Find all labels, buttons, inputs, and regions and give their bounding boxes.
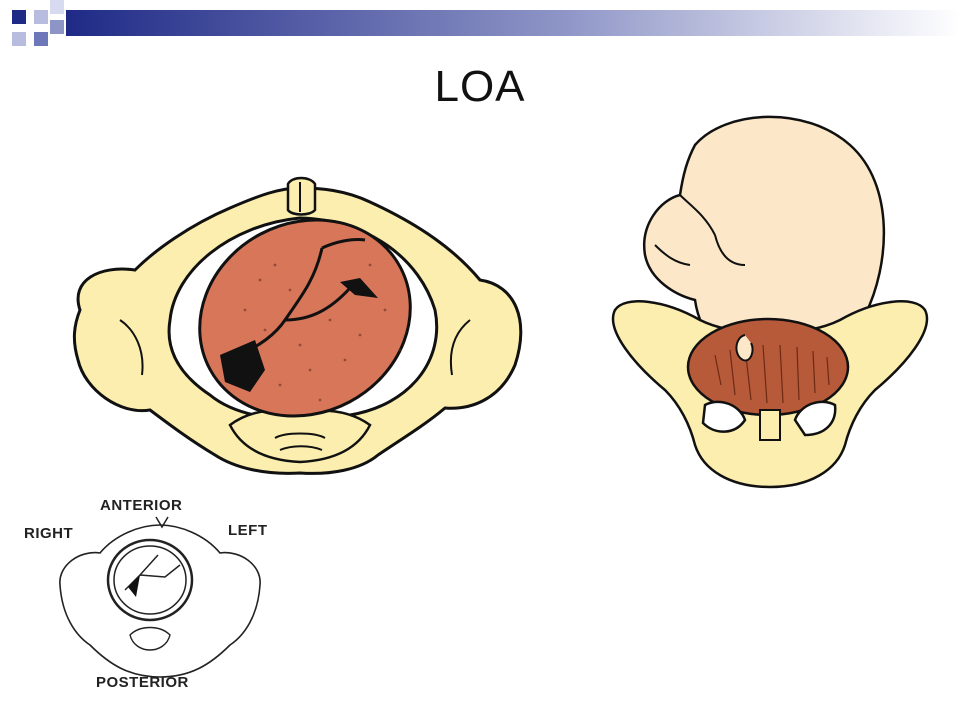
label-left: LEFT <box>228 522 268 539</box>
fetal-ear <box>735 334 754 362</box>
pelvic-inlet-view <box>72 176 523 475</box>
label-right: RIGHT <box>24 525 74 542</box>
fetus-in-pelvis-view <box>611 115 929 489</box>
label-anterior: ANTERIOR <box>100 497 183 514</box>
orientation-diagram <box>59 516 261 678</box>
slide-title: LOA <box>434 62 526 111</box>
header-square-1 <box>12 10 26 24</box>
label-posterior: POSTERIOR <box>96 674 189 691</box>
header-bar <box>12 0 960 46</box>
